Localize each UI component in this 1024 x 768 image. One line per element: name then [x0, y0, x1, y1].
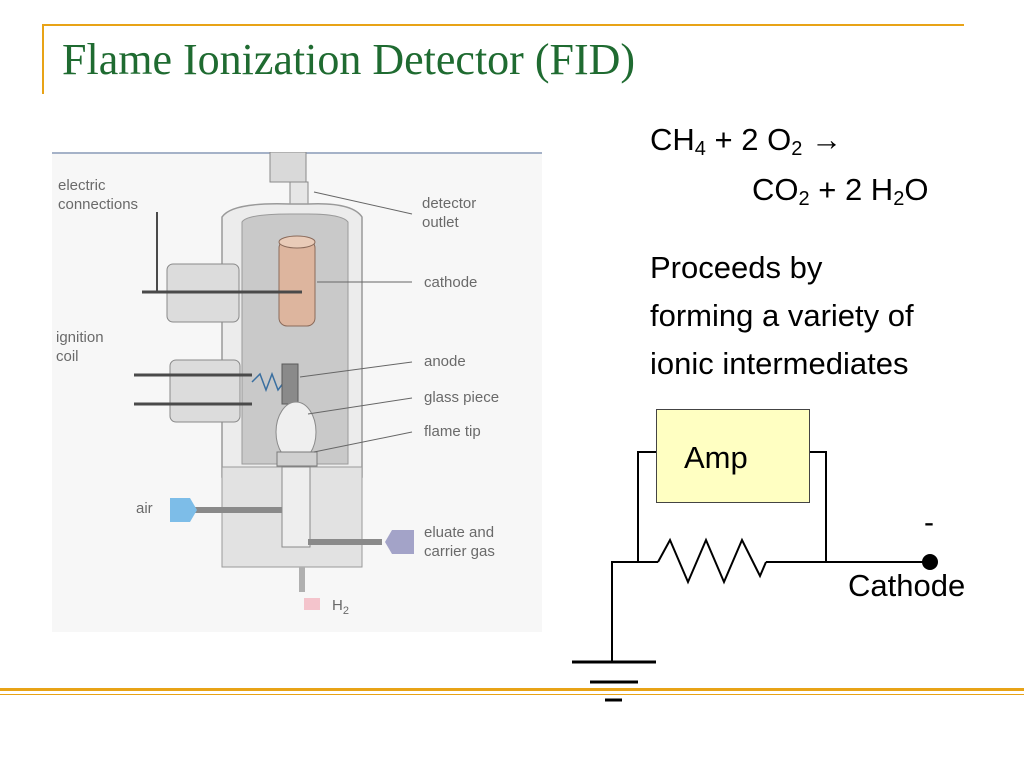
reaction-co-sub: 2: [798, 188, 810, 210]
label-h2: H2: [332, 596, 349, 621]
fid-diagram: electric connections detector outlet cat…: [52, 152, 542, 632]
description-line-1: Proceeds by: [650, 250, 823, 285]
label-h2-base: H: [332, 597, 343, 614]
label-eluate-carrier-gas: eluate and carrier gas: [424, 523, 495, 561]
reaction-h: + 2 H: [809, 172, 894, 207]
reaction-line-1: CH4 + 2 O2 →: [650, 122, 842, 161]
label-cathode-part: cathode: [424, 274, 478, 291]
label-glass-piece: glass piece: [424, 389, 500, 406]
label-electric-connections-line2: connections: [58, 196, 139, 213]
reaction-line-2: CO2 + 2 H2O: [752, 172, 928, 211]
label-anode: anode: [424, 353, 466, 370]
label-electric-connections: electric connections: [58, 176, 138, 214]
reaction-ch: CH: [650, 122, 695, 157]
label-eluate-line1: eluate and: [424, 524, 495, 541]
left-accent-line: [42, 24, 44, 94]
bottom-accent-line-thin: [0, 694, 1024, 695]
reaction-h-sub: 2: [893, 188, 905, 210]
bottom-accent-line: [0, 688, 1024, 691]
label-electric-connections-line1: electric: [58, 177, 106, 194]
label-ignition-coil-line2: coil: [56, 348, 79, 365]
reaction-o-sub: 2: [791, 138, 803, 160]
label-detector-outlet: detector outlet: [422, 194, 476, 232]
amplifier-box: [656, 409, 810, 503]
negative-sign: -: [924, 506, 934, 539]
label-flame-tip: flame tip: [424, 423, 481, 440]
label-ignition-coil-line1: ignition: [56, 329, 104, 346]
cathode-node: [922, 554, 938, 570]
label-ignition-coil: ignition coil: [56, 328, 104, 366]
cathode-label: Cathode: [848, 568, 966, 603]
reaction-ch-sub: 4: [694, 138, 706, 160]
amplifier-label: Amp: [684, 440, 748, 475]
reaction-co: CO: [752, 172, 799, 207]
fid-diagram-drawing: [52, 152, 542, 632]
slide-title: Flame Ionization Detector (FID): [62, 35, 636, 84]
reaction-o-end: O: [904, 172, 929, 207]
label-detector-outlet-line1: detector: [422, 195, 477, 212]
label-air: air: [136, 500, 153, 517]
top-accent-line: [42, 24, 964, 26]
label-h2-sub: 2: [342, 605, 349, 617]
description-line-3: ionic intermediates: [650, 346, 909, 381]
label-detector-outlet-line2: outlet: [422, 214, 459, 231]
reaction-o2: + 2 O: [705, 122, 792, 157]
reaction-arrow: →: [802, 122, 842, 157]
resistor-symbol: [657, 537, 767, 585]
description-text: Proceeds by forming a variety of ionic i…: [650, 244, 914, 388]
description-line-2: forming a variety of: [650, 298, 914, 333]
label-eluate-line2: carrier gas: [424, 543, 495, 560]
